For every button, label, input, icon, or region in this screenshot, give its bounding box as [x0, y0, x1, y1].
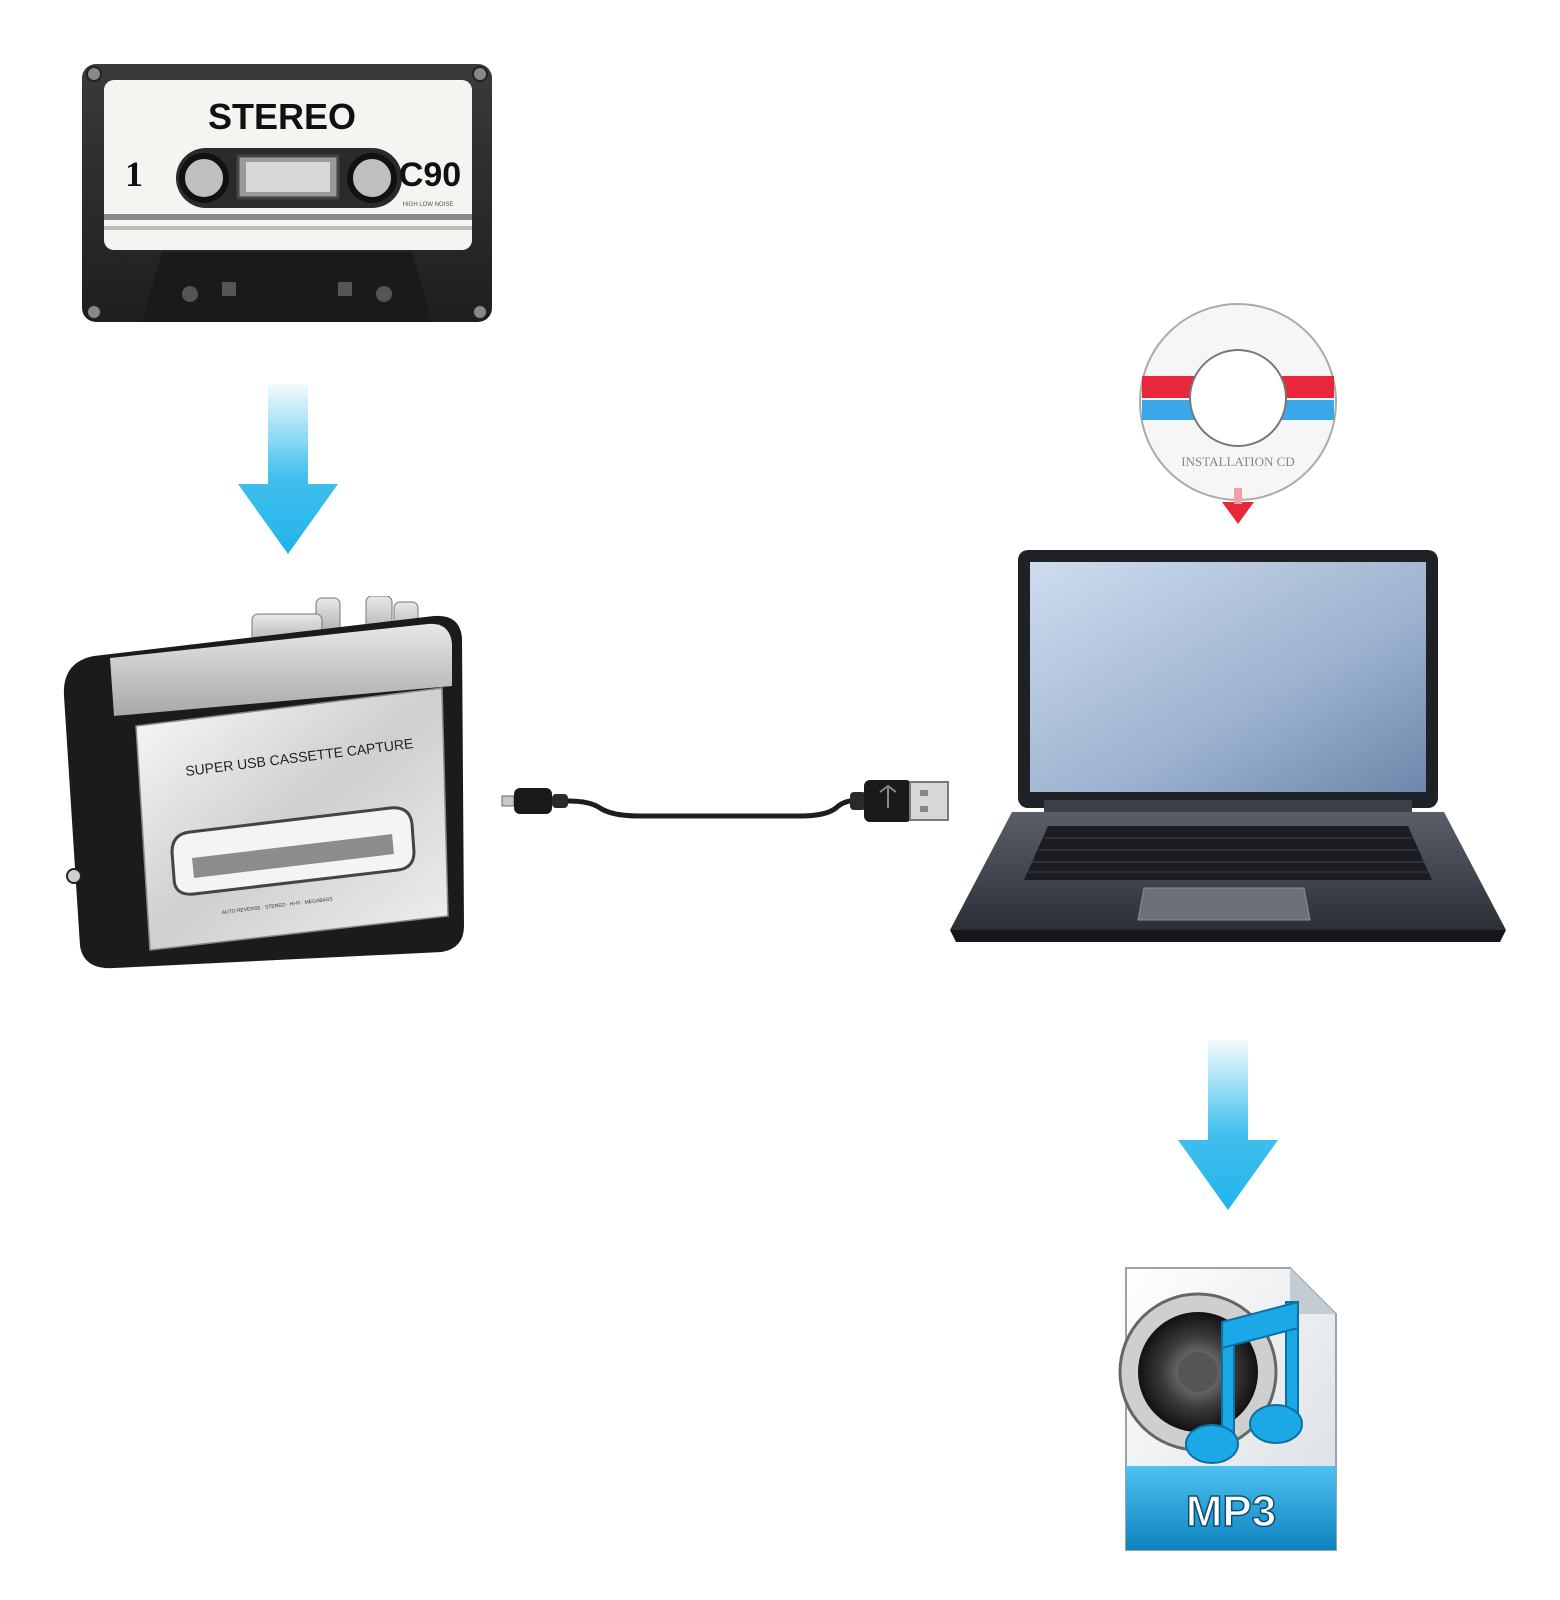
headphone-jack	[66, 868, 82, 884]
mp3-band	[1126, 1466, 1336, 1550]
cassette-brand-text: STEREO	[208, 96, 356, 137]
down-arrow-icon	[238, 384, 338, 554]
laptop-keyboard	[1024, 826, 1432, 880]
cassette-side-number: 1	[125, 154, 143, 194]
cassette-small-print: HIGH LOW NOISE	[403, 202, 454, 208]
down-arrow-icon	[1222, 502, 1254, 524]
laptop-screen	[1030, 562, 1426, 792]
cassette-tape-type: C90	[399, 156, 461, 194]
usb-cable	[501, 780, 949, 822]
mp3-label: MP3	[1186, 1487, 1276, 1536]
music-note-icon	[1185, 1300, 1303, 1464]
down-arrow-icon	[1178, 1040, 1278, 1210]
cd-label: INSTALLATION CD	[1181, 454, 1294, 469]
installation-cd: INSTALLATION CD	[1139, 303, 1337, 524]
laptop	[950, 550, 1506, 942]
laptop-touchpad	[1137, 887, 1311, 921]
mp3-file-icon: MP3	[1118, 1267, 1337, 1551]
usb-cassette-player: SUPER USB CASSETTE CAPTURE AUTO REVERSE …	[63, 596, 464, 969]
cassette-tape: STEREO 1 C90 HIGH LOW NOISE	[82, 64, 492, 322]
